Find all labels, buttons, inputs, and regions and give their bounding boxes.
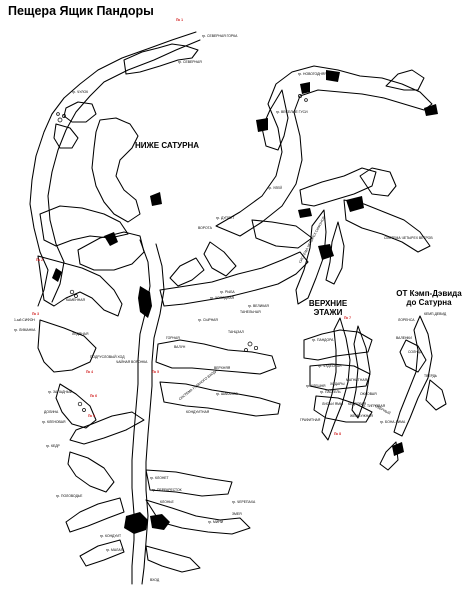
map-label: ДОЛИНА bbox=[44, 410, 59, 414]
map-label: гр. КОНДУИТ bbox=[100, 534, 122, 538]
map-label: гр. ДУПЛЕТ bbox=[216, 216, 235, 220]
map-label: ХОДАРЫ bbox=[330, 382, 345, 386]
picket-label: Пк 5 bbox=[152, 370, 159, 374]
section-label-below-saturn: НИЖЕ САТУРНА bbox=[135, 141, 200, 150]
map-label: ЧАЙНАЯ ВОРОНКА bbox=[116, 360, 148, 364]
map-label: гр. ЛИМАНКА bbox=[14, 328, 36, 332]
map-label: гр. СЫРНАЯ bbox=[198, 318, 218, 322]
map-label: ЖЕМЧУЖНАЯ bbox=[350, 414, 373, 418]
map-label: гр. БОНА ЛИМА bbox=[380, 420, 406, 424]
map-label: ЛОРЕНСА bbox=[398, 318, 415, 322]
map-label: ЛЕДЯНАЯ bbox=[72, 332, 89, 336]
map-label: ГОРНАЯ bbox=[166, 336, 180, 340]
map-label: гр. КЛЕНОВАЯ bbox=[42, 420, 66, 424]
map-label: КАМЕННАЯ bbox=[66, 298, 85, 302]
section-label-line: ВЕРХНИЕ bbox=[308, 299, 348, 308]
picket-label: Пк 7 bbox=[344, 316, 351, 320]
map-label: гр. МИНИ bbox=[208, 520, 224, 524]
section-label-line: до Сатурна bbox=[406, 298, 452, 307]
map-label: ТАНЕЛЬНАЯ bbox=[240, 310, 261, 314]
map-label: гр. ВЕЛИКАЯ bbox=[248, 304, 269, 308]
map-label: гр. ЧУЛОК bbox=[72, 90, 89, 94]
map-label: ПОДРУСЛОВЫЙ ХОД bbox=[90, 355, 125, 359]
map-label: гр. КЛОНЕТ bbox=[150, 476, 169, 480]
map-label: ВАЛУН bbox=[174, 345, 186, 349]
map-label: КЕМП-ДЕВИД bbox=[424, 312, 447, 316]
map-label: гр. РЫБА bbox=[220, 290, 235, 294]
section-label-line: ОТ Кэмп-Дэвида bbox=[396, 289, 462, 298]
map-label: ВОРОТА bbox=[198, 226, 212, 230]
passage-north-gallery bbox=[29, 31, 197, 307]
map-label: гр. ЧЕРЕПАХА bbox=[232, 500, 256, 504]
picket-label: Пк 3 bbox=[32, 312, 39, 316]
map-label: гр. ВЕСЕЛЫЕ ГУСИ bbox=[276, 110, 308, 114]
map-label: гр. МАЛАЯ bbox=[106, 548, 124, 552]
map-label: СИСТЕМА ЧЕТЫРЕХ ВЕТРОВ bbox=[384, 236, 433, 240]
picket-label: Пк 2 bbox=[36, 258, 43, 262]
map-label: гр. ПАНДОРА bbox=[312, 338, 334, 342]
map-label: ТАНЦЗАЛ bbox=[228, 330, 244, 334]
map-label: СОЛНЦА bbox=[408, 350, 423, 354]
siphon-fill bbox=[138, 286, 152, 318]
passage-upper-levels bbox=[303, 329, 373, 361]
picket-label: Пк 1 bbox=[176, 18, 183, 22]
map-label: КОНДУИТНАЯ bbox=[186, 410, 210, 414]
map-label: гр. ШАКАЛОВ bbox=[216, 392, 238, 396]
map-label: гр. ПАСТЕЛЬ bbox=[320, 390, 341, 394]
section-label-line: ЭТАЖИ bbox=[313, 308, 343, 317]
map-label: гр. СЕВЕРНАЯ bbox=[178, 60, 202, 64]
map-label: гр. ПОЛОВОДЬЕ bbox=[56, 494, 83, 498]
map-label: КЕДРОВАЯ bbox=[348, 402, 367, 406]
map-label: ГРАФИТНАЯ bbox=[300, 418, 321, 422]
page-title: Пещера Ящик Пандоры bbox=[8, 4, 154, 18]
map-label: гр. КЛЕШНЯ bbox=[306, 384, 326, 388]
map-label: гр. НОВОГОДНЯЯ bbox=[298, 72, 327, 76]
map-label: 1-ый СИФОН bbox=[14, 318, 35, 322]
map-label: ВЕРХНЯЯ bbox=[214, 366, 231, 370]
passage-east-system bbox=[215, 65, 433, 237]
passage-camp-david bbox=[393, 315, 433, 437]
picket-label: Пк 8 bbox=[334, 432, 341, 436]
map-label: МАГНИТНАЯ bbox=[346, 378, 368, 382]
map-label: гр. ТИГРОВАЯ bbox=[362, 404, 386, 408]
passage-north-gallery-wall bbox=[47, 39, 201, 303]
map-label: ТВЕРДЬ bbox=[424, 374, 438, 378]
map-label: ОКНОВАЯ bbox=[360, 392, 377, 396]
section-label-upper-levels: ВЕРХНИЕ ЭТАЖИ bbox=[304, 299, 352, 317]
map-label: гр. УЛЕЙ bbox=[268, 186, 282, 190]
map-label: гр. СЕВЕРНАЯ ГОРКА bbox=[202, 34, 238, 38]
map-label: ВХОД bbox=[150, 578, 160, 582]
picket-label: Пк 6 bbox=[90, 394, 97, 398]
map-label: ВАЛЕНКИ bbox=[396, 336, 412, 340]
map-label: гр. КЕДР bbox=[46, 444, 60, 448]
section-label-from-camp-david: ОТ Кэмп-Дэвида до Сатурна bbox=[392, 289, 464, 307]
picket-label: Пк 4 bbox=[86, 370, 93, 374]
map-label: гр. ЗАПАДНЫЙ bbox=[48, 390, 73, 394]
passage-saturn-main-wall bbox=[141, 243, 165, 585]
picket-label: Пк 9 bbox=[88, 414, 95, 418]
map-label: ЛИСЬИ ЯМЫ bbox=[322, 402, 343, 406]
map-label: гр. ЧУДЕСНАЯ bbox=[318, 364, 342, 368]
map-label: КЛОНЬЕ bbox=[160, 500, 174, 504]
map-label: гр. ПЕРЕКРЕСТОК bbox=[152, 488, 182, 492]
map-label: ЗМЕЯ bbox=[232, 512, 242, 516]
map-label: гр. ХОЛОДНАЯ bbox=[210, 296, 234, 300]
